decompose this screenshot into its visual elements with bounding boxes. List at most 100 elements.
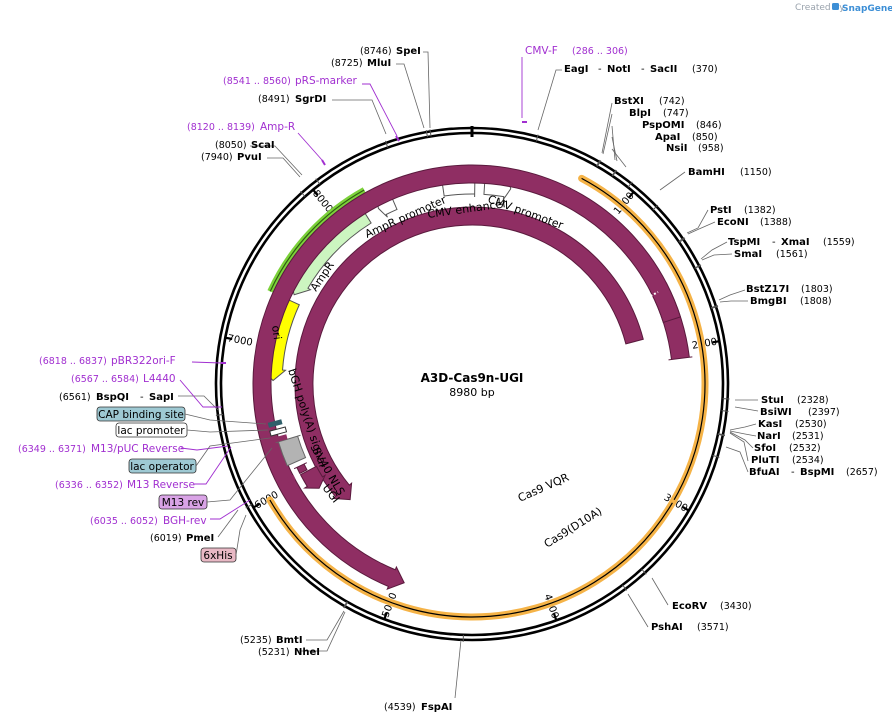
site-sfoi-pos: (2532)	[789, 443, 821, 454]
site-nsii: NsiI	[666, 143, 687, 154]
cut-site-tick	[721, 410, 729, 412]
site-bstz17i: BstZ17I	[746, 284, 789, 295]
cas9-vqr-feature	[294, 206, 644, 501]
cas9-internal-marks	[364, 291, 659, 528]
box-leader-lines	[184, 413, 273, 556]
site-eagi: EagI	[564, 64, 588, 75]
site-nari-pos: (2531)	[792, 431, 824, 442]
cut-site-tick	[627, 181, 633, 188]
primer-amp-r-range: (8120 .. 8139)	[187, 122, 255, 133]
site-econi: EcoNI	[717, 217, 749, 228]
site-bamhi: BamHI	[688, 167, 725, 178]
site-stui-pos: (2328)	[797, 395, 829, 406]
site-econi-pos: (1388)	[760, 217, 792, 228]
cut-site-lines	[215, 129, 730, 642]
primer-amp-r: Amp-R	[260, 121, 295, 133]
site-xmai: XmaI	[781, 237, 810, 248]
site-sfoi: SfoI	[754, 443, 776, 454]
site-labels: (8746) SpeI (8725) MluI (8491) SgrDI (80…	[59, 46, 878, 713]
cut-site-tick	[429, 129, 432, 137]
site-tspmi-pos: (1559)	[823, 237, 855, 248]
svg-text:-: -	[140, 392, 144, 403]
primer-bgh-rev: BGH-rev	[163, 515, 207, 527]
site-fspai-pos: (4539)	[384, 702, 416, 713]
primer-m13-reverse: M13 Reverse	[127, 479, 195, 491]
cut-site-tick	[535, 134, 539, 142]
site-spei-pos: (8746)	[360, 46, 392, 57]
ugi-feature	[299, 465, 327, 489]
site-bstz17i-pos: (1803)	[801, 284, 833, 295]
cut-site-tick	[641, 568, 647, 575]
site-sgrdi-pos: (8491)	[258, 94, 290, 105]
svg-text:-: -	[641, 64, 645, 75]
site-sacii: SacII	[650, 64, 677, 75]
site-mlui-pos: (8725)	[331, 58, 363, 69]
cut-site-tick	[612, 170, 617, 177]
primer-cmv-f: CMV-F	[525, 45, 558, 57]
site-apai: ApaI	[655, 132, 680, 143]
ori-label: ori	[269, 325, 284, 341]
transcript-track-right-line	[581, 177, 706, 504]
site-blpi-pos: (747)	[663, 108, 689, 119]
primer-prs-marker: pRS-marker	[295, 75, 358, 87]
primer-labels: CMV-F (286 .. 306) (8541 .. 8560) pRS-ma…	[18, 45, 628, 527]
ring-tick-mark	[225, 336, 233, 341]
ampr-transcript-track-line	[269, 189, 365, 292]
site-nhei-pos: (5231)	[258, 647, 290, 658]
primer-l4440: L4440	[143, 373, 176, 385]
site-bspqi: BspQI	[96, 392, 129, 403]
cap-binding-site-label: CAP binding site	[98, 409, 184, 421]
site-pspomi-pos: (846)	[696, 120, 722, 131]
ring-tick-mark	[552, 613, 558, 621]
ring-tick-mark	[312, 189, 319, 196]
site-bspmi: BspMI	[800, 467, 834, 478]
site-bamhi-pos: (1150)	[740, 167, 772, 178]
site-blpi: BlpI	[629, 108, 651, 119]
cut-site-tick	[315, 178, 321, 185]
site-bmgbi: BmgBI	[750, 296, 787, 307]
primer-bgh-rev-range: (6035 .. 6052)	[90, 516, 158, 527]
site-pshai-pos: (3571)	[697, 622, 729, 633]
snapgene-brand: SnapGene	[842, 4, 892, 14]
site-fspai: FspAI	[421, 702, 452, 713]
plasmid-name: A3D-Cas9n-UGI	[421, 371, 524, 385]
cut-site-tick	[596, 160, 602, 167]
site-noti: NotI	[607, 64, 631, 75]
primer-prs-marker-range: (8541 .. 8560)	[223, 76, 291, 87]
primer-pbr322ori-f-range: (6818 .. 6837)	[39, 356, 107, 367]
cut-site-tick	[711, 305, 719, 309]
created-by-text: Created by	[795, 3, 845, 13]
primer-l4440-range: (6567 .. 6584)	[71, 374, 139, 385]
site-sgrdi: SgrDI	[295, 94, 326, 105]
site-bsiwi: BsiWI	[760, 407, 792, 418]
transcript-track-bottom-line	[269, 499, 673, 618]
site-smai-pos: (1561)	[776, 249, 808, 260]
cut-site-tick	[622, 584, 628, 591]
site-pluti-pos: (2534)	[792, 455, 824, 466]
site-bfuai: BfuAI	[749, 467, 780, 478]
site-bmgbi-pos: (1808)	[800, 296, 832, 307]
site-pluti: PluTI	[751, 455, 779, 466]
cut-site-tick	[717, 433, 725, 437]
site-bmti-pos: (5235)	[240, 635, 272, 646]
site-bfuai-pos: (2657)	[846, 467, 878, 478]
his-tag-label: 6xHis	[203, 550, 232, 562]
site-ecorv: EcoRV	[672, 601, 707, 612]
cut-site-tick	[300, 191, 306, 197]
site-nari: NarI	[757, 431, 781, 442]
cut-site-tick	[215, 413, 223, 416]
ring-tick-mark	[712, 340, 720, 344]
ring-tick-mark	[252, 503, 261, 509]
site-psti: PstI	[710, 205, 732, 216]
cut-site-tick	[678, 237, 685, 242]
site-tspmi: TspMI	[728, 237, 760, 248]
primer-m13puc-range: (6349 .. 6371)	[18, 444, 86, 455]
site-pmei: PmeI	[186, 533, 214, 544]
lac-region-marks	[267, 419, 296, 487]
sv40-nls-feature	[293, 462, 308, 475]
site-pvui: PvuI	[237, 152, 262, 163]
cut-site-tick	[678, 237, 686, 243]
cut-site-tick	[425, 130, 428, 138]
site-pshai: PshAI	[651, 622, 683, 633]
